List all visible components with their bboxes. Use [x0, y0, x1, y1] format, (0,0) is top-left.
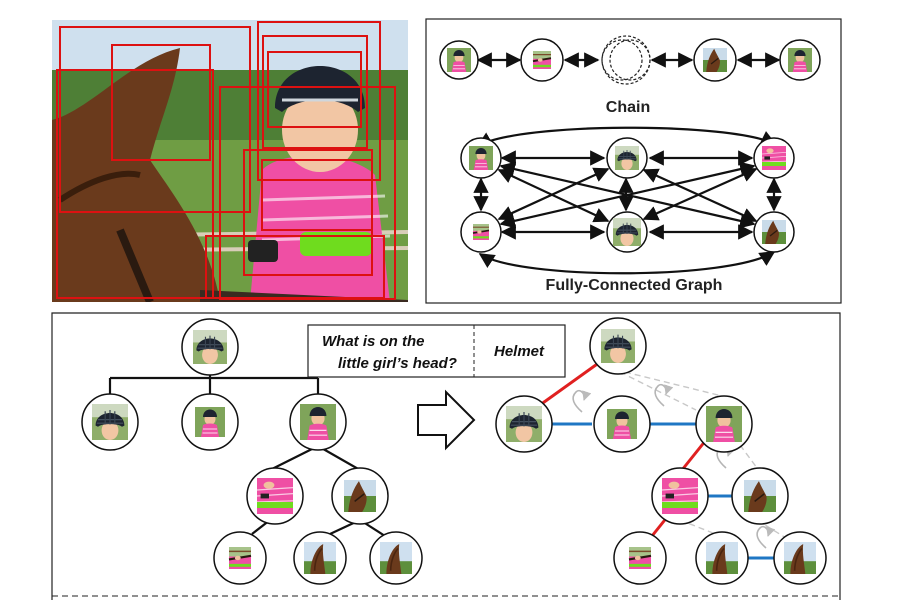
tree-node-3 [289, 393, 347, 451]
tree-node-root [181, 318, 239, 376]
fc-nodes [460, 137, 795, 253]
chain-node-5 [779, 39, 821, 81]
fc-node-5 [606, 211, 648, 253]
tree-node-4 [246, 467, 304, 525]
box-2 [111, 44, 211, 161]
chain-label: Chain [606, 99, 650, 116]
fully-connected-graph [473, 126, 782, 275]
box-9 [261, 159, 373, 231]
transform-arrow [417, 389, 476, 451]
box-1 [59, 26, 251, 213]
bottom-panel [51, 312, 841, 600]
chain-graph: Chain [439, 35, 821, 116]
fully-connected-label: Fully-Connected Graph [546, 277, 723, 294]
answer-text: Helmet [494, 343, 545, 360]
tree-node-2 [181, 393, 239, 451]
chain-node-2 [520, 38, 564, 82]
box-6 [267, 51, 362, 128]
fc-node-6 [753, 211, 795, 253]
graph-panel [425, 18, 842, 304]
box-10 [205, 235, 385, 299]
rtree-node-7 [695, 531, 749, 585]
fc-node-1 [460, 137, 502, 179]
tree-node-6 [213, 531, 267, 585]
left-tree [81, 318, 423, 585]
fc-node-4 [460, 211, 502, 253]
rtree-node-5 [731, 467, 789, 525]
rtree-node-1 [495, 395, 553, 453]
box-4 [257, 21, 381, 181]
tree-node-1 [81, 393, 139, 451]
tree-node-5 [331, 467, 389, 525]
chain-node-placeholder [601, 35, 651, 85]
question-line-2: little girl’s head? [338, 355, 457, 372]
rtree-node-2 [593, 395, 651, 453]
box-5 [262, 35, 368, 149]
fc-node-2 [606, 137, 648, 179]
box-3 [56, 69, 214, 299]
question-box: What is on the little girl’s head? Helme… [307, 324, 566, 378]
question-line-1: What is on the [322, 333, 425, 350]
rtree-node-3 [695, 395, 753, 453]
fc-node-3 [753, 137, 795, 179]
chain-node-4 [693, 38, 737, 82]
detection-boxes [56, 21, 396, 300]
rtree-node-4 [651, 467, 709, 525]
tree-node-8 [369, 531, 423, 585]
rtree-node-6 [613, 531, 667, 585]
rtree-node-root [589, 317, 647, 375]
right-tree [495, 317, 827, 585]
tree-node-7 [293, 531, 347, 585]
chain-node-1 [439, 40, 479, 80]
rtree-node-8 [773, 531, 827, 585]
